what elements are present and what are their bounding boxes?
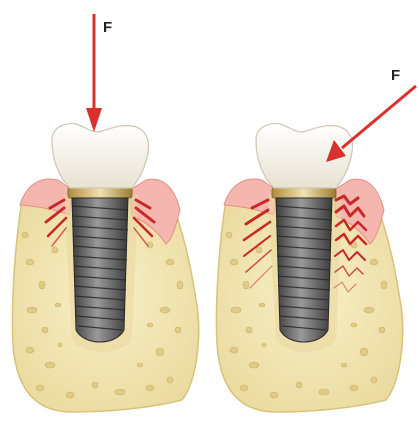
force-label-oblique: F	[391, 67, 400, 84]
abutment-collar	[272, 188, 336, 198]
abutment-collar	[68, 188, 132, 198]
force-arrow-axial	[86, 14, 102, 132]
crown	[52, 124, 148, 188]
force-arrow-oblique	[326, 86, 416, 162]
force-label-axial: F	[103, 19, 112, 36]
panel-oblique: F	[216, 67, 416, 412]
panel-axial: F	[12, 14, 198, 412]
